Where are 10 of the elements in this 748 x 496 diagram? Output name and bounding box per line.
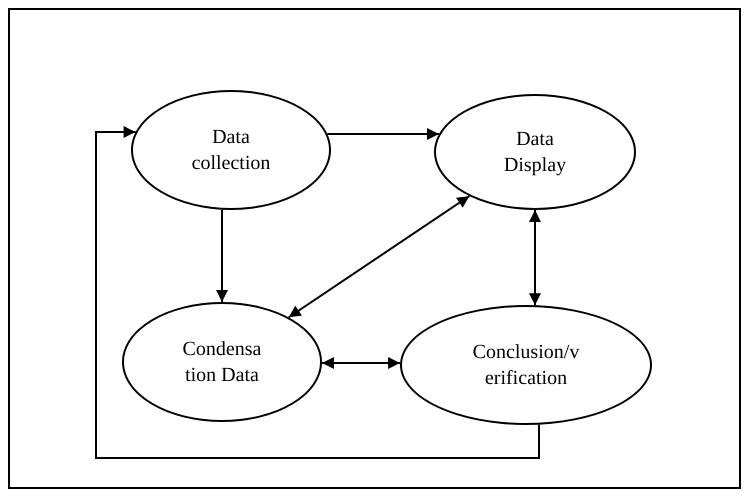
node-label: Condensa tion Data — [182, 337, 262, 388]
node-label: Data collection — [190, 125, 272, 176]
arrow — [529, 210, 541, 306]
arrow — [288, 195, 470, 318]
arrow — [327, 128, 439, 140]
arrow — [216, 210, 228, 302]
arrow — [95, 126, 540, 459]
node-label: Data Display — [502, 127, 568, 178]
node-label: Conclusion/v erification — [472, 340, 580, 391]
arrow — [322, 357, 400, 369]
